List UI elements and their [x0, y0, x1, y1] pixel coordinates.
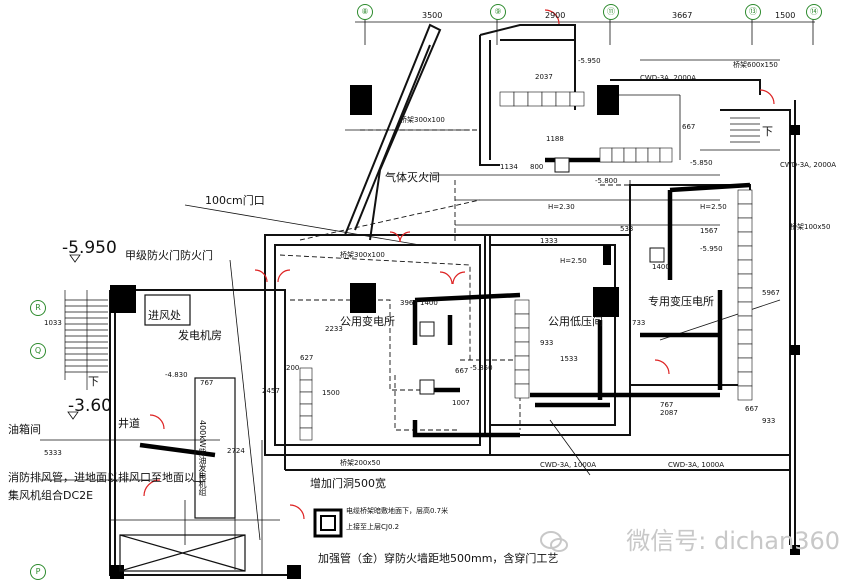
dim-200: 200: [286, 364, 300, 372]
watermark: 微信号: dichan360: [626, 527, 840, 555]
grid-axis-q: Q: [30, 343, 46, 359]
dim-2087: 2087: [660, 409, 678, 417]
note-extra-conduit: 增加门洞500宽: [310, 477, 386, 490]
dim-3967: 3967: [400, 299, 418, 307]
grid-axis-13: ⑬: [745, 4, 761, 20]
fire-doors: [143, 9, 775, 520]
thin-lines: [40, 59, 781, 575]
right-stair: [730, 117, 760, 143]
room-shaft: 进风处: [148, 309, 181, 322]
elev-1: -5.950: [578, 57, 601, 65]
dim-2037: 2037: [535, 73, 553, 81]
grid-axis-p: P: [30, 564, 46, 580]
level-markers: [67, 254, 81, 420]
tray-label-5: 桥架100x50: [790, 223, 831, 231]
elev-6: -4.830: [165, 371, 188, 379]
dim-2724: 2724: [227, 447, 245, 455]
height-2: H=2.50: [700, 203, 727, 211]
note-box-2: 上接至上层CJ0.2: [346, 523, 400, 531]
note-exhaust: 消防排风管，进地面以排风口至地面以上: [8, 471, 206, 484]
grid-axis-r: R: [30, 300, 46, 316]
dim-top-1: 3500: [422, 11, 443, 20]
dim-1533: 1533: [560, 355, 578, 363]
tray-label-4: 桥架600x150: [733, 61, 778, 69]
dim-top-2: 2900: [545, 11, 566, 20]
tray-label-3: 桥架200x50: [340, 459, 381, 467]
left-stair: [64, 290, 108, 390]
note-collect: 集风机组合DC2E: [8, 489, 94, 502]
dim-1400: 1400: [652, 263, 670, 271]
dim-667c: 667: [745, 405, 759, 413]
grid-axis-14: ⑭: [806, 4, 822, 20]
dim-1007: 1007: [452, 399, 470, 407]
elev-3: -5.800: [595, 177, 618, 185]
dim-1134: 1134: [500, 163, 518, 171]
grid-axis-9: ⑨: [490, 4, 506, 20]
room-private-substation: 专用变压电所: [648, 295, 714, 308]
note-pit-left: 井道: [118, 417, 140, 430]
dim-5333: 5333: [44, 449, 62, 457]
dim-2233: 2233: [325, 325, 343, 333]
dim-1500: 1500: [322, 389, 340, 397]
tray-label-1: 桥架300x100: [400, 116, 445, 124]
room-gas-plant: 气体灭火间: [385, 171, 440, 184]
dim-933b: 933: [762, 417, 776, 425]
dim-1333: 1333: [540, 237, 558, 245]
level-left-2: -3.60: [68, 396, 112, 416]
note-diesel: 400kW柴油发电机组: [198, 420, 207, 496]
dim-667a: 667: [682, 123, 696, 131]
room-public-lv: 公用低压间: [548, 315, 603, 328]
cabinet-rows: [299, 91, 753, 441]
dim-top-4: 1500: [775, 11, 796, 20]
dim-1567: 1567: [700, 227, 718, 235]
dim-top-3: 3667: [672, 11, 693, 20]
note-door-100: 100cm门口: [205, 194, 265, 207]
room-generator: 发电机房: [178, 329, 222, 342]
grid-axis-11: ⑪: [603, 4, 619, 20]
note-bottom: 加强管（金）穿防火墙距地500mm，含穿门工艺: [318, 552, 559, 565]
dim-767b: 767: [660, 401, 674, 409]
grid-axis-8: ⑧: [357, 4, 373, 20]
note-fire-door: 甲级防火门防火门: [125, 249, 213, 262]
columns: [110, 85, 800, 579]
dim-2457: 2457: [262, 387, 280, 395]
dim-1033: 1033: [44, 319, 62, 327]
dim-767a: 767: [200, 379, 214, 387]
note-box-1: 电缆桥架暗敷地面下，层高0.7米: [346, 507, 449, 515]
level-left-1: -5.950: [62, 238, 117, 258]
busway-label-3: CWD-3A, 2000A: [640, 74, 697, 82]
elev-4: -5.950: [700, 245, 723, 253]
dim-533: 533: [620, 225, 634, 233]
generator-unit: [119, 294, 246, 572]
room-public-substation: 公用变电所: [340, 315, 395, 328]
height-3: H=2.50: [560, 257, 587, 265]
top-dimension-line: [355, 18, 815, 45]
height-1: H=2.30: [548, 203, 575, 211]
dim-1400b: 1400: [420, 299, 438, 307]
dim-933a: 933: [540, 339, 554, 347]
busway-label-2: CWD-3A, 1000A: [668, 461, 725, 469]
dim-5967: 5967: [762, 289, 780, 297]
elev-2: -5.850: [690, 159, 713, 167]
note-oil-tank: 油箱间: [8, 423, 41, 436]
dim-627: 627: [300, 354, 314, 362]
pit-symbol: [313, 508, 343, 538]
dim-733: 733: [632, 319, 646, 327]
transformers: [419, 157, 665, 395]
note-down-right: 下: [762, 125, 773, 138]
busway-label-4: CWD-3A, 2000A: [780, 161, 837, 169]
dim-800: 800: [530, 163, 544, 171]
busway-label-1: CWD-3A, 1000A: [540, 461, 597, 469]
note-down-left: 下: [88, 375, 99, 388]
dim-667b: 667: [455, 367, 469, 375]
elev-5: -5.850: [470, 364, 493, 372]
wechat-icon: [540, 531, 568, 552]
dim-1188: 1188: [546, 135, 564, 143]
tray-label-2: 桥架300x100: [340, 251, 385, 259]
